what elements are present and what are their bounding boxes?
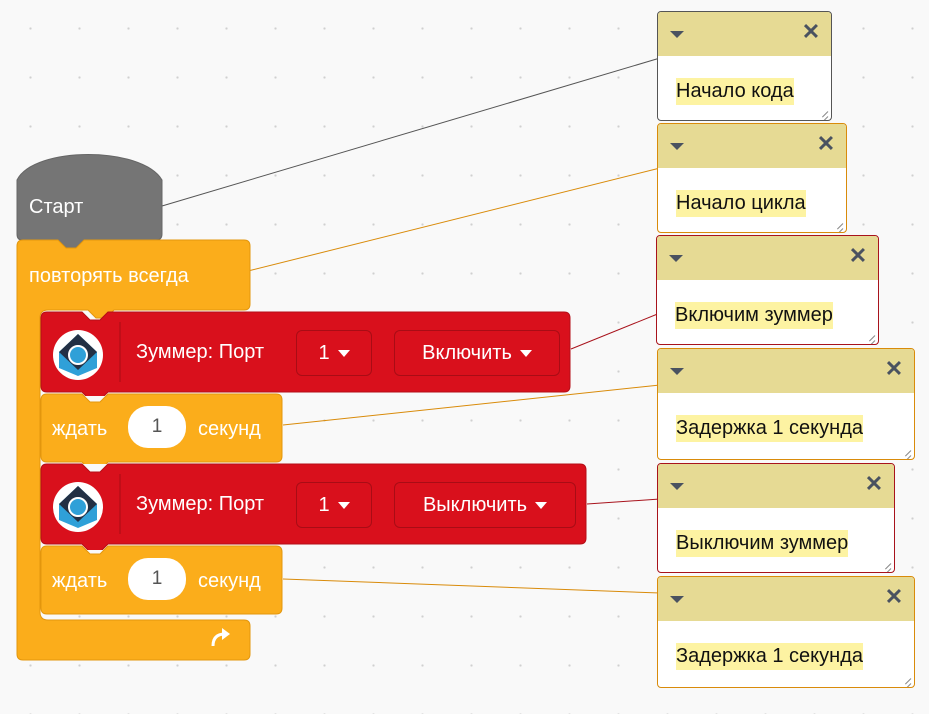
link-start bbox=[161, 57, 661, 207]
collapse-icon[interactable] bbox=[670, 31, 684, 38]
collapse-icon[interactable] bbox=[670, 483, 684, 490]
close-icon[interactable]: ✕ bbox=[801, 19, 821, 44]
comment-text[interactable]: Начало кода bbox=[676, 78, 794, 105]
close-icon[interactable]: ✕ bbox=[816, 131, 836, 156]
link-wait-1 bbox=[282, 384, 661, 426]
comment-header[interactable] bbox=[658, 124, 846, 168]
comment-text[interactable]: Включим зуммер bbox=[675, 302, 833, 329]
buzzer-on-label: Зуммер: Порт bbox=[136, 341, 265, 363]
close-icon[interactable]: ✕ bbox=[864, 471, 884, 496]
port-dropdown-2[interactable]: 1 bbox=[296, 482, 372, 528]
comment-text[interactable]: Выключим зуммер bbox=[676, 530, 849, 557]
comment-header[interactable] bbox=[658, 464, 894, 508]
resize-icon[interactable] bbox=[899, 444, 911, 456]
resize-icon[interactable] bbox=[863, 329, 875, 341]
caret-down-icon bbox=[337, 349, 350, 357]
close-icon[interactable]: ✕ bbox=[848, 243, 868, 268]
start-block[interactable] bbox=[14, 140, 166, 252]
collapse-icon[interactable] bbox=[670, 143, 684, 150]
comment-text[interactable]: Начало цикла bbox=[676, 190, 806, 217]
resize-icon[interactable] bbox=[816, 105, 828, 117]
comment-text[interactable]: Задержка 1 секунда bbox=[676, 415, 863, 442]
comment-start[interactable]: ✕ Начало кода bbox=[657, 11, 832, 121]
forever-block[interactable] bbox=[14, 238, 254, 664]
wait-seconds-input-1[interactable]: 1 bbox=[128, 406, 186, 448]
comment-buzzer-on[interactable]: ✕ Включим зуммер bbox=[656, 235, 879, 345]
comment-wait-2[interactable]: ✕ Задержка 1 секунда bbox=[657, 576, 915, 688]
link-buzzer-on bbox=[570, 312, 661, 350]
link-forever bbox=[247, 167, 661, 272]
wait-label-1: ждать bbox=[52, 418, 108, 440]
action-value: Выключить bbox=[422, 493, 528, 516]
action-dropdown-off[interactable]: Выключить bbox=[394, 482, 576, 528]
comment-buzzer-off[interactable]: ✕ Выключим зуммер bbox=[657, 463, 895, 573]
wait-label-2: ждать bbox=[52, 570, 108, 592]
port-dropdown-1[interactable]: 1 bbox=[296, 330, 372, 376]
caret-down-icon bbox=[535, 501, 548, 509]
collapse-icon[interactable] bbox=[669, 255, 683, 262]
forever-block-label: повторять всегда bbox=[29, 265, 189, 287]
action-dropdown-on[interactable]: Включить bbox=[394, 330, 560, 376]
close-icon[interactable]: ✕ bbox=[884, 356, 904, 381]
resize-icon[interactable] bbox=[831, 217, 843, 229]
start-block-label: Старт bbox=[29, 196, 84, 218]
comment-header[interactable] bbox=[658, 577, 914, 621]
wait-unit-1: секунд bbox=[198, 418, 261, 440]
port-value: 1 bbox=[318, 493, 330, 516]
close-icon[interactable]: ✕ bbox=[884, 584, 904, 609]
collapse-icon[interactable] bbox=[670, 596, 684, 603]
wait-seconds-input-2[interactable]: 1 bbox=[128, 558, 186, 600]
buzzer-sensor-icon bbox=[53, 482, 103, 532]
wait-unit-2: секунд bbox=[198, 570, 261, 592]
caret-down-icon bbox=[337, 501, 350, 509]
buzzer-off-label: Зуммер: Порт bbox=[136, 493, 265, 515]
resize-icon[interactable] bbox=[899, 672, 911, 684]
port-value: 1 bbox=[318, 341, 330, 364]
caret-down-icon bbox=[519, 349, 532, 357]
comment-header[interactable] bbox=[658, 12, 831, 56]
resize-icon[interactable] bbox=[879, 557, 891, 569]
comment-forever[interactable]: ✕ Начало цикла bbox=[657, 123, 847, 233]
action-value: Включить bbox=[422, 341, 512, 364]
loop-arrow-icon bbox=[211, 628, 230, 647]
comment-text[interactable]: Задержка 1 секунда bbox=[676, 643, 863, 670]
comment-wait-1[interactable]: ✕ Задержка 1 секунда bbox=[657, 348, 915, 460]
collapse-icon[interactable] bbox=[670, 368, 684, 375]
comment-header[interactable] bbox=[658, 349, 914, 393]
comment-header[interactable] bbox=[657, 236, 878, 280]
link-buzzer-off bbox=[586, 498, 661, 505]
buzzer-sensor-icon bbox=[53, 330, 103, 380]
link-wait-2 bbox=[282, 578, 661, 594]
